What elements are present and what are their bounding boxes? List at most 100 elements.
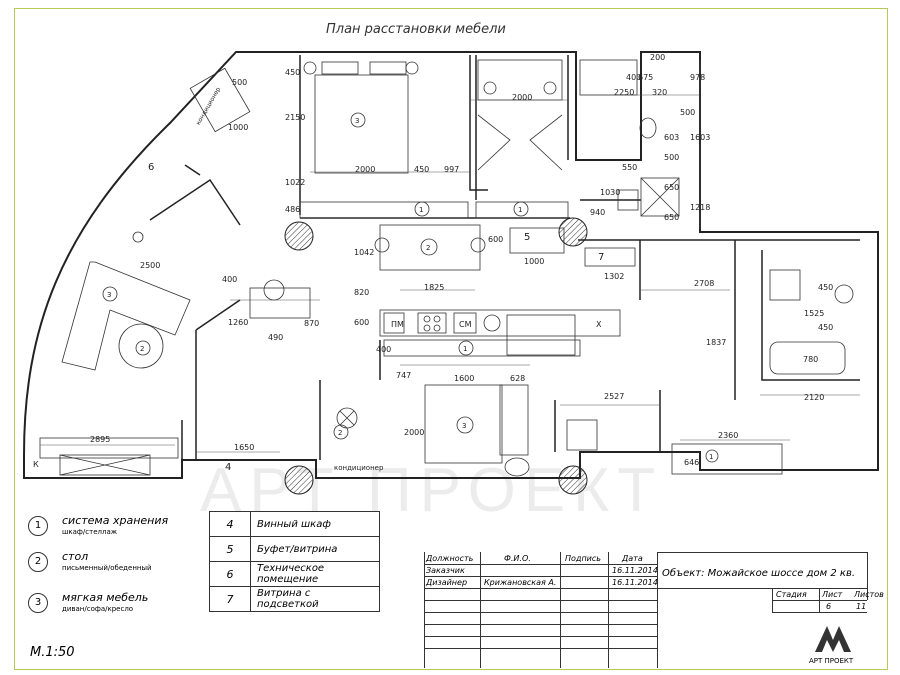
marker-label: 2 bbox=[426, 244, 430, 252]
stamp-designer-date: 16.11.2014 bbox=[612, 578, 658, 587]
marker-label: 3 bbox=[355, 117, 359, 125]
marker-3-bedroom2 bbox=[456, 416, 474, 434]
legend-title: стол bbox=[62, 550, 89, 563]
dim-label: 978 bbox=[690, 73, 705, 82]
dim-label: 500 bbox=[232, 78, 247, 87]
stamp-header-sheets: Листов bbox=[854, 590, 884, 599]
dim-label: 1650 bbox=[234, 443, 254, 452]
dim-label: 2708 bbox=[694, 279, 714, 288]
dim-label: 1000 bbox=[228, 123, 248, 132]
dim-label: 675 bbox=[638, 73, 653, 82]
equip-x: Х bbox=[596, 320, 602, 329]
dim-label: 1603 bbox=[690, 133, 710, 142]
dim-label: 2527 bbox=[604, 392, 624, 401]
marker-2-living bbox=[135, 340, 151, 356]
dim-label: 628 bbox=[510, 374, 525, 383]
legend-num: 1 bbox=[28, 516, 48, 536]
room-label-6: 6 bbox=[148, 162, 154, 173]
room-label-4: 4 bbox=[225, 462, 231, 473]
stamp-header-sign: Подпись bbox=[565, 554, 601, 563]
stamp-header-position: Должность bbox=[426, 554, 474, 563]
dim-label: 1302 bbox=[604, 272, 624, 281]
dim-label: 2250 bbox=[614, 88, 634, 97]
stamp-designer-name: Крижановская А. bbox=[484, 578, 557, 587]
stamp-header-date: Дата bbox=[622, 554, 643, 563]
sofa-living bbox=[61, 261, 191, 371]
column bbox=[558, 217, 588, 247]
stamp-sheet: 6 bbox=[826, 602, 832, 611]
legend-sub: шкаф/стеллаж bbox=[62, 528, 118, 536]
column bbox=[558, 465, 588, 495]
title-block: Должность Ф.И.О. Подпись Дата Заказчик 1… bbox=[424, 552, 884, 668]
dim-label: 320 bbox=[652, 88, 667, 97]
marker-label: 1 bbox=[419, 206, 423, 214]
room-label-5: 5 bbox=[524, 232, 530, 243]
dim-label: 1042 bbox=[354, 248, 374, 257]
dim-label: 603 bbox=[664, 133, 679, 142]
dim-label: 450 bbox=[285, 68, 300, 77]
stamp-header-sheet: Лист bbox=[822, 590, 843, 599]
dim-label: 400 bbox=[626, 73, 641, 82]
stamp-object: Объект: Можайское шоссе дом 2 кв. bbox=[662, 568, 856, 579]
column bbox=[284, 221, 314, 251]
legend-title: система хранения bbox=[62, 514, 169, 527]
marker-label: 3 bbox=[107, 291, 111, 299]
dim-label: 2000 bbox=[512, 93, 532, 102]
marker-label: 1 bbox=[463, 345, 467, 353]
dim-label: 550 bbox=[622, 163, 637, 172]
room-label-7: 7 bbox=[598, 252, 604, 263]
dining-table bbox=[379, 224, 481, 271]
dim-label: 2360 bbox=[718, 431, 738, 440]
legend-table-num: 6 bbox=[209, 561, 251, 587]
dim-label: 450 bbox=[818, 323, 833, 332]
dim-label: 1825 bbox=[424, 283, 444, 292]
dim-label: 486 bbox=[285, 205, 300, 214]
dim-label: 2895 bbox=[90, 435, 110, 444]
marker-label: 2 bbox=[338, 429, 342, 437]
dim-label: 1837 bbox=[706, 338, 726, 347]
equip-sm: СМ bbox=[459, 320, 472, 329]
dim-label: 200 bbox=[650, 53, 665, 62]
dim-label: 1260 bbox=[228, 318, 248, 327]
dim-label: 646 bbox=[684, 458, 699, 467]
dim-label: 450 bbox=[818, 283, 833, 292]
legend-table-label: Витрина с подсветкой bbox=[250, 586, 380, 612]
dim-label: 940 bbox=[590, 208, 605, 217]
legend-sub: письменный/обеденный bbox=[62, 564, 152, 572]
bed-master bbox=[314, 74, 409, 174]
dim-label: 450 bbox=[414, 165, 429, 174]
legend-title: мягкая мебель bbox=[62, 591, 149, 604]
dim-label: 747 bbox=[396, 371, 411, 380]
logo-icon bbox=[815, 626, 851, 652]
dim-label: 2000 bbox=[404, 428, 424, 437]
scale-label: М.1:50 bbox=[30, 645, 75, 660]
legend-num: 2 bbox=[28, 552, 48, 572]
dim-label: 1218 bbox=[690, 203, 710, 212]
dim-label: 500 bbox=[664, 153, 679, 162]
dim-label: 780 bbox=[803, 355, 818, 364]
dim-label: 400 bbox=[376, 345, 391, 354]
marker-2-dining bbox=[420, 238, 438, 256]
legend-table-label: Техническое помещение bbox=[250, 561, 380, 587]
dim-label: 1022 bbox=[285, 178, 305, 187]
dim-label: 650 bbox=[664, 183, 679, 192]
marker-label: 1 bbox=[518, 206, 522, 214]
dim-label: 1030 bbox=[600, 188, 620, 197]
bed-second bbox=[424, 384, 503, 464]
dim-label: 400 bbox=[222, 275, 237, 284]
marker-3-bedroom bbox=[350, 112, 366, 128]
dim-label: 1000 bbox=[524, 257, 544, 266]
stamp-customer-date: 16.11.2014 bbox=[612, 566, 658, 575]
stamp-sheets: 11 bbox=[856, 602, 867, 611]
marker-label: 2 bbox=[140, 345, 144, 353]
stamp-designer-label: Дизайнер bbox=[426, 578, 468, 587]
equip-pm: ПМ bbox=[391, 320, 404, 329]
legend-table-num: 7 bbox=[209, 586, 251, 612]
plan-title: План расстановки мебели bbox=[326, 22, 506, 37]
dim-label: 1525 bbox=[804, 309, 824, 318]
dim-label: 650 bbox=[664, 213, 679, 222]
outer-wall bbox=[23, 51, 879, 479]
